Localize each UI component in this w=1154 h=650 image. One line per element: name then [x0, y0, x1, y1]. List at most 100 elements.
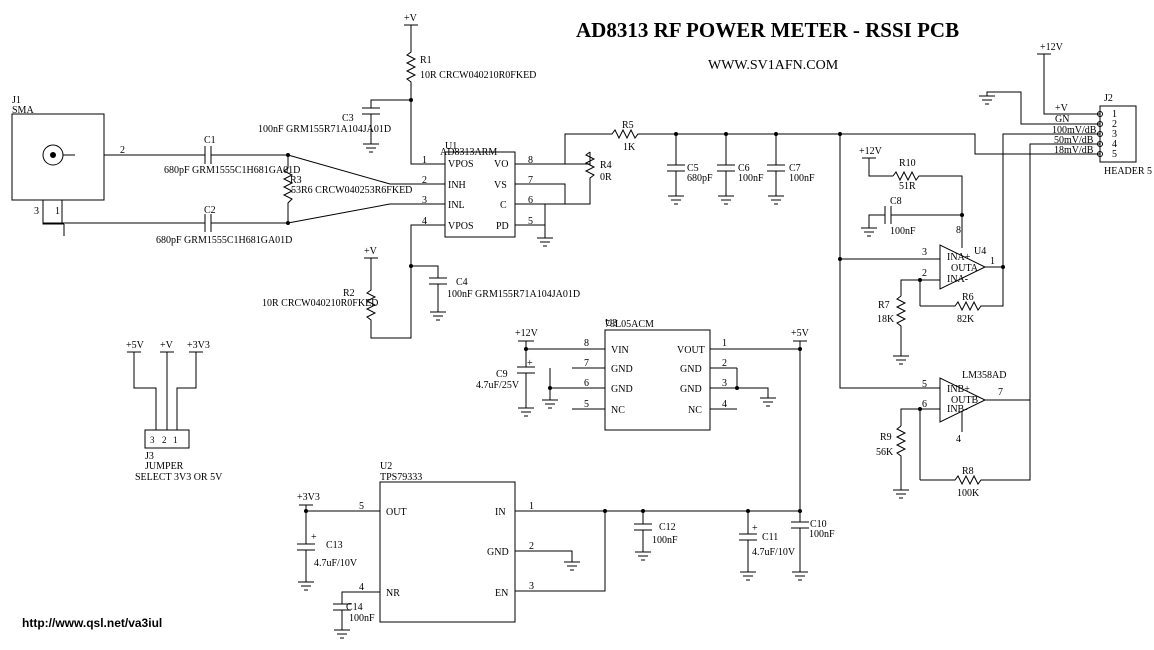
u2-pin-num: 5	[359, 501, 364, 512]
j2-signal: 100mV/dB	[1052, 125, 1097, 136]
u1-pin-name: INL	[448, 200, 465, 211]
j1-ref: J1	[12, 95, 21, 106]
j3-pin: 2	[162, 435, 167, 445]
u1-pin-num: 1	[422, 155, 427, 166]
rssi-bus	[839, 134, 940, 389]
website-label: WWW.SV1AFN.COM	[708, 58, 839, 73]
r7-value: 18K	[877, 314, 895, 325]
c2-ref: C2	[204, 205, 216, 216]
u2-pin-name: OUT	[386, 507, 407, 518]
u2-pin-num: 4	[359, 582, 364, 593]
lm358-pin: 7	[998, 387, 1003, 398]
j3-pin: 3	[150, 435, 155, 445]
u1-pin-num: 6	[528, 195, 533, 206]
c8-value: 100nF	[890, 226, 916, 237]
r1-ref: R1	[420, 55, 432, 66]
resistor-r7	[893, 279, 920, 365]
c11-polarity: +	[752, 523, 758, 534]
u4-inp: INA+	[947, 252, 971, 263]
lm358-pin: 4	[956, 434, 961, 445]
header-pin5-line	[840, 133, 1100, 155]
r7-ref: R7	[878, 300, 890, 311]
capacitor-c11	[739, 511, 757, 581]
r9-value: 56K	[876, 447, 894, 458]
u2-pin-num: 3	[529, 581, 534, 592]
u3-pin-name: GND	[611, 384, 633, 395]
lm358-pin: 5	[922, 379, 927, 390]
r8-value: 100K	[957, 488, 980, 499]
j3-ref: J3	[145, 451, 154, 462]
capacitor-c10	[791, 511, 809, 581]
r5-ref: R5	[622, 120, 634, 131]
resistor-r1: +V	[404, 13, 445, 165]
u2-value: TPS79333	[380, 472, 422, 483]
u2-pin-num: 2	[529, 541, 534, 552]
lm358-inn: INB-	[947, 404, 968, 415]
r1-value: 10R CRCW040210R0FKED	[420, 70, 536, 81]
c2-value: 680pF GRM1555C1H681GA01D	[156, 235, 292, 246]
footer-url: http://www.qsl.net/va3iul	[22, 616, 162, 630]
resistor-r4	[540, 133, 596, 205]
resistor-r2: +V	[364, 224, 415, 339]
u3-pin-num: 1	[722, 338, 727, 349]
r3-ref: R3	[290, 175, 302, 186]
c4-value: 100nF GRM155R71A104JA01D	[447, 289, 580, 300]
capacitor-c4	[411, 265, 447, 321]
resistor-r6	[920, 267, 1004, 312]
c6-ref: C6	[738, 163, 750, 174]
resistor-r8	[920, 400, 1031, 486]
u3-pin-num: 3	[722, 378, 727, 389]
u2-pin-num: 1	[529, 501, 534, 512]
c5-value: 680pF	[687, 173, 713, 184]
j2-signal: GN	[1055, 114, 1069, 125]
resistor-r9	[893, 408, 920, 499]
u1-pin-num: 2	[422, 175, 427, 186]
r5-value: 1K	[623, 142, 636, 153]
rail-5v: +5V	[530, 328, 810, 513]
r8-ref: R8	[962, 466, 974, 477]
j1-pin: 1	[55, 206, 60, 217]
u1-pin-name: VS	[494, 180, 507, 191]
c13-value: 4.7uF/10V	[314, 558, 358, 569]
capacitor-c5	[667, 134, 685, 205]
supply-12v: +12V	[859, 146, 883, 157]
u1-pin-name: VPOS	[448, 159, 474, 170]
j2-pin: 5	[1112, 149, 1117, 160]
j2-pin: 1	[1112, 109, 1117, 120]
r4-value: 0R	[600, 172, 612, 183]
u1-pin-name: PD	[496, 221, 509, 232]
c9-value: 4.7uF/25V	[476, 380, 520, 391]
c14-ref: C14	[346, 602, 363, 613]
j3-pin: 1	[173, 435, 178, 445]
u1-pin-num: 5	[528, 216, 533, 227]
capacitor-c7	[767, 134, 785, 205]
u1-pin-num: 3	[422, 195, 427, 206]
c5-ref: C5	[687, 163, 699, 174]
u3-pin-name: GND	[680, 364, 702, 375]
u4-pin: 3	[922, 247, 927, 258]
c3-ref: C3	[342, 113, 354, 124]
c12-ref: C12	[659, 522, 676, 533]
c9-polarity: +	[527, 358, 533, 369]
supply-v: +V	[404, 13, 418, 24]
c10-ref: C10	[810, 519, 827, 530]
u3-pin-name: GND	[680, 384, 702, 395]
supply-3v3: +3V3	[297, 492, 320, 503]
u2-pin-name: EN	[495, 588, 508, 599]
u3-pin-num: 6	[584, 378, 589, 389]
u3-pin-name: VOUT	[677, 345, 705, 356]
u3-pin-num: 7	[584, 358, 589, 369]
u3-pin-name: NC	[688, 405, 702, 416]
connector-j1	[11, 113, 180, 236]
c9-ref: C9	[496, 369, 508, 380]
u1-value-visible: AD8313ARM	[440, 147, 497, 158]
c14-value: 100nF	[349, 613, 375, 624]
u2-pin-name: NR	[386, 588, 400, 599]
r3-value: 53R6 CRCW040253R6FKED	[291, 185, 412, 196]
c12-value: 100nF	[652, 535, 678, 546]
ic-u1	[415, 151, 565, 247]
capacitor-c12	[634, 511, 652, 561]
u2-pin-name: GND	[487, 547, 509, 558]
supply-12v: +12V	[515, 328, 539, 339]
